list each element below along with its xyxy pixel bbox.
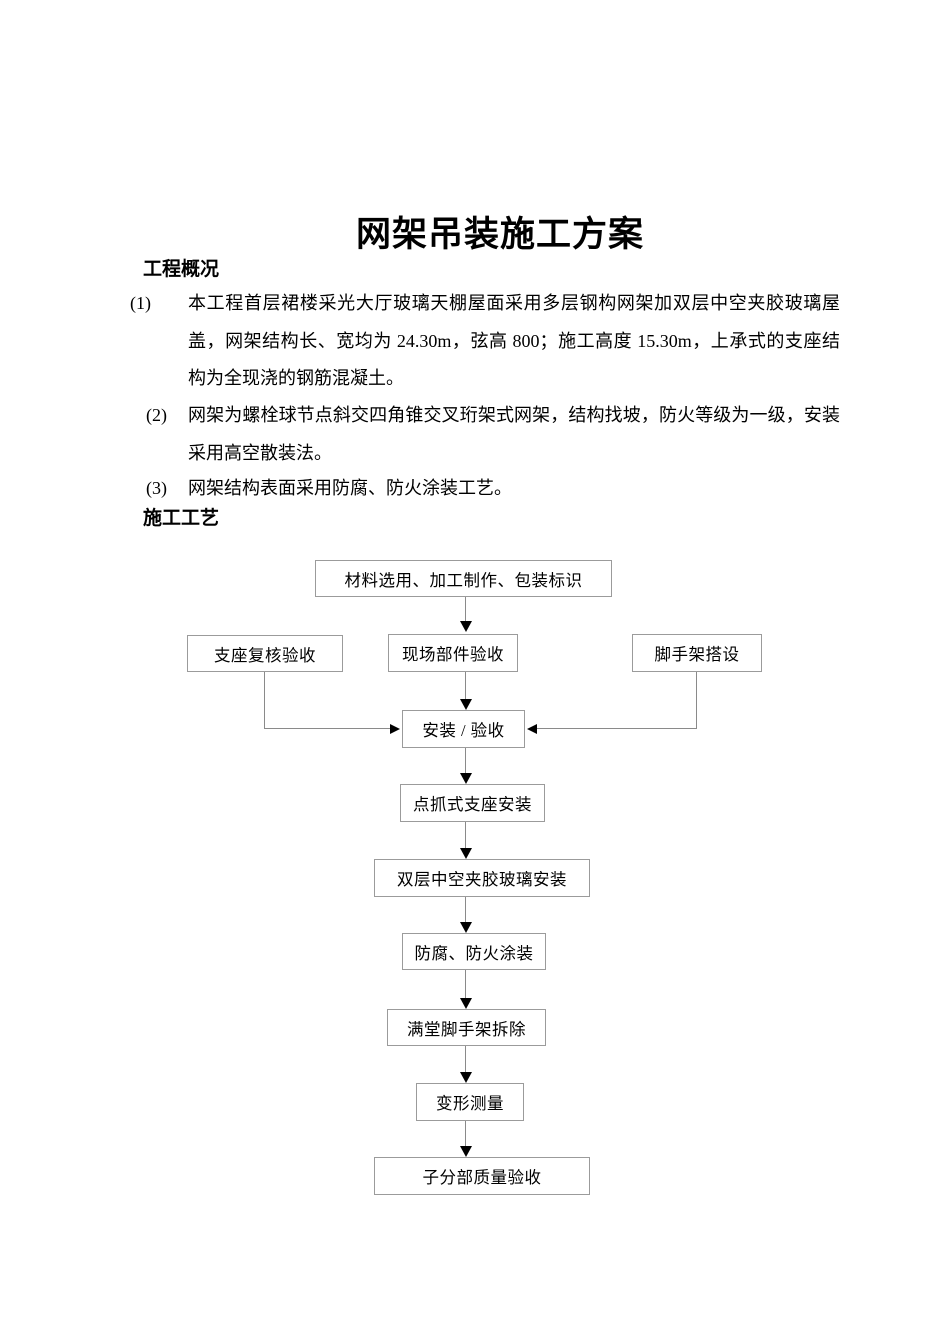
arrow-down-icon (460, 1146, 472, 1157)
flow-line-coating-down (465, 970, 466, 998)
arrow-down-icon (460, 848, 472, 859)
flow-node-site-parts: 现场部件验收 (388, 634, 518, 672)
list-marker-3: (3) (146, 478, 167, 498)
flow-line-supportreview-down (264, 672, 265, 729)
flow-line-glass-down (465, 897, 466, 922)
arrow-down-icon (460, 699, 472, 710)
flow-node-scaffold-setup: 脚手架搭设 (632, 634, 762, 672)
arrow-right-icon (390, 724, 400, 734)
arrow-down-icon (460, 773, 472, 784)
flow-node-point-support: 点抓式支座安装 (400, 784, 545, 822)
flow-line-siteparts-down (465, 672, 466, 699)
list-item-3-text: 网架结构表面采用防腐、防火涂装工艺。 (188, 478, 512, 498)
flow-line-removal-down (465, 1046, 466, 1072)
arrow-down-icon (460, 1072, 472, 1083)
flow-line-deformation-down (465, 1121, 466, 1146)
flow-node-materials: 材料选用、加工制作、包装标识 (315, 560, 612, 597)
flow-node-install-accept: 安装 / 验收 (402, 710, 525, 748)
flow-line-pointsupport-down (465, 822, 466, 848)
section-heading-overview: 工程概况 (143, 259, 220, 280)
flow-node-deformation: 变形测量 (416, 1083, 524, 1121)
flow-node-scaffold-removal: 满堂脚手架拆除 (387, 1009, 546, 1046)
flow-line-left-horizontal (264, 728, 390, 729)
list-item-1-text: 本工程首层裙楼采光大厅玻璃天棚屋面采用多层钢构网架加双层中空夹胶玻璃屋盖，网架结… (188, 293, 840, 388)
arrow-down-icon (460, 998, 472, 1009)
flow-node-sub-accept: 子分部质量验收 (374, 1157, 590, 1195)
flow-node-coating: 防腐、防火涂装 (402, 933, 546, 970)
page-title: 网架吊装施工方案 (355, 215, 644, 254)
list-item-2-text: 网架为螺栓球节点斜交四角锥交叉珩架式网架，结构找坡，防火等级为一级，安装采用高空… (188, 405, 840, 463)
section-heading-process: 施工工艺 (143, 508, 220, 529)
list-marker-1: (1) (130, 293, 151, 313)
flow-line-scaffoldsetup-down (696, 672, 697, 729)
list-marker-2: (2) (146, 405, 167, 425)
arrow-down-icon (460, 621, 472, 632)
flow-line-materials-down (465, 597, 466, 621)
arrow-down-icon (460, 922, 472, 933)
arrow-left-icon (527, 724, 537, 734)
flow-node-support-review: 支座复核验收 (187, 635, 343, 672)
flow-node-glass-install: 双层中空夹胶玻璃安装 (374, 859, 590, 897)
flow-line-install-down (465, 748, 466, 773)
flow-line-right-horizontal (537, 728, 697, 729)
